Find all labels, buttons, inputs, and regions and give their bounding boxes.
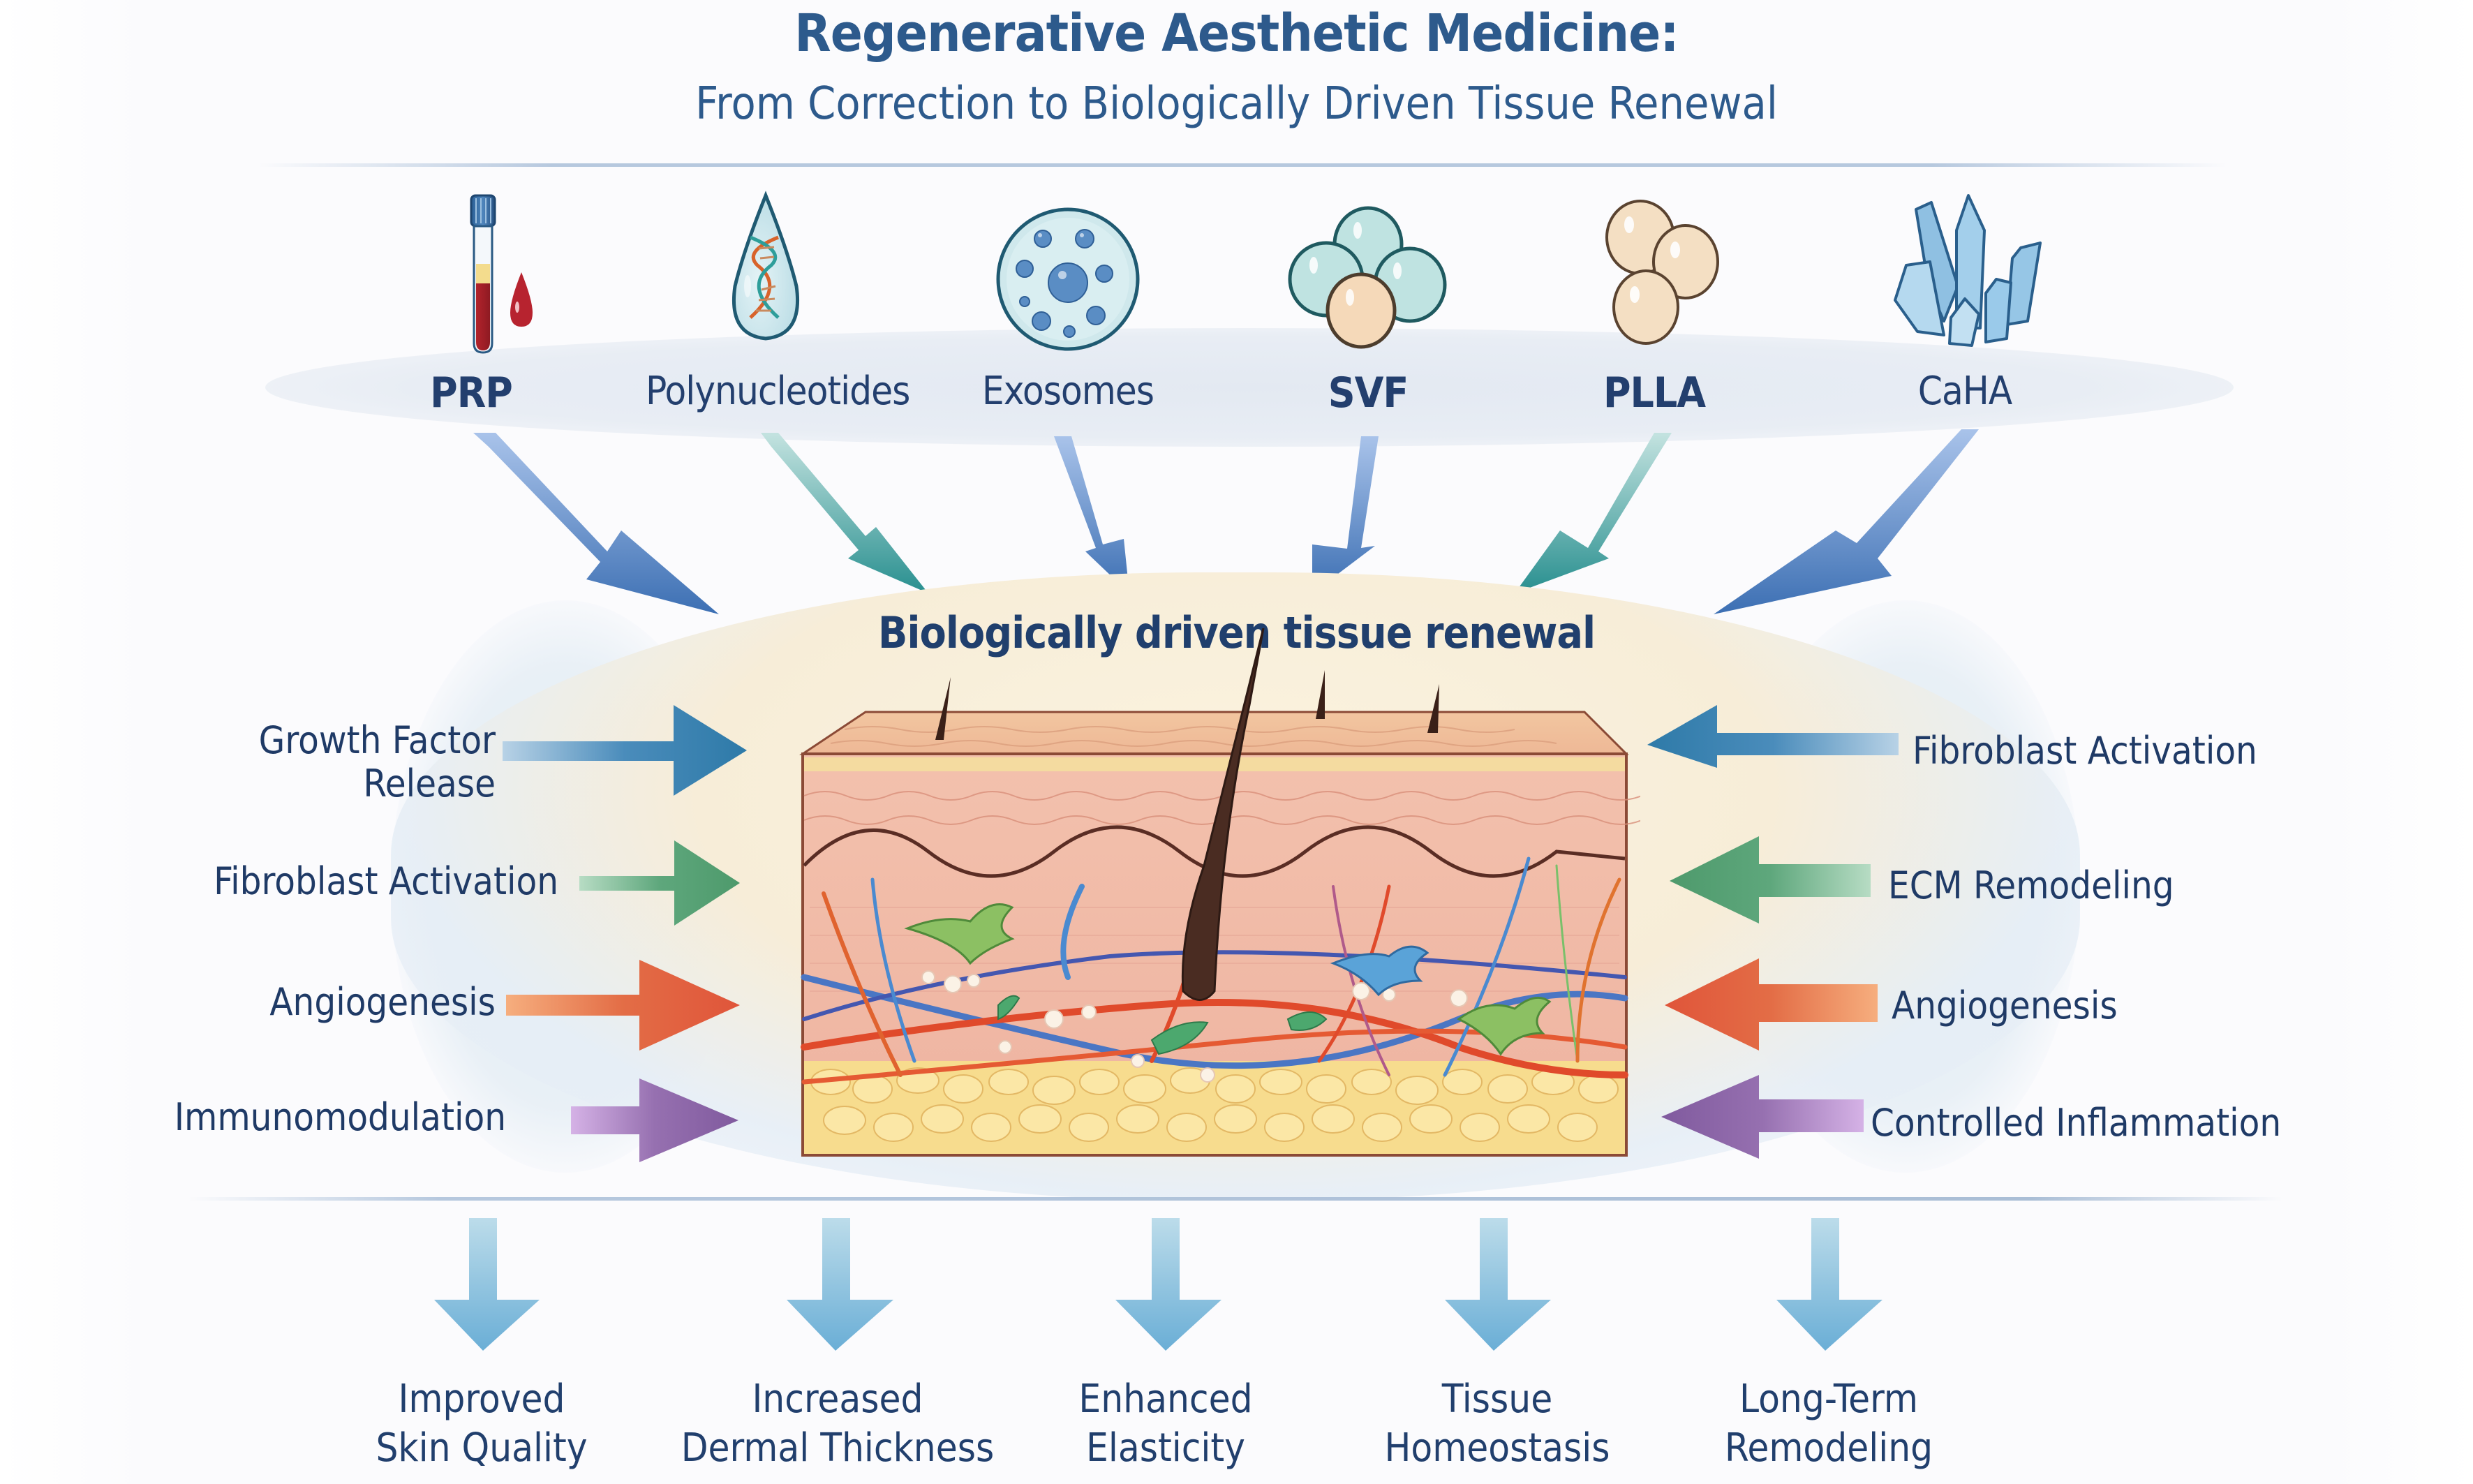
page-title: Regenerative Aesthetic Medicine:	[794, 3, 1679, 64]
agent-label: SVF	[1328, 369, 1409, 417]
outcome-label: Enhanced Elasticity	[1078, 1377, 1253, 1471]
outcome-label: Tissue Homeostasis	[1384, 1377, 1610, 1471]
agent-prp: PRP	[352, 181, 590, 417]
arrow-prp	[473, 433, 719, 614]
agent-exosomes: Exosomes	[949, 181, 1187, 414]
arrow-plla	[1515, 433, 1672, 593]
center-label: Biologically driven tissue renewal	[877, 607, 1596, 658]
outcome-label: Increased Dermal Thickness	[681, 1377, 995, 1471]
mechanism-right-ecm: ECM Remodeling	[1888, 863, 2174, 907]
outcome-label: Long-Term Remodeling	[1724, 1377, 1933, 1471]
arrow-exosomes	[1054, 436, 1129, 593]
agents-band	[265, 328, 2234, 447]
microsphere-icon	[1605, 200, 1719, 345]
bottom-divider	[188, 1197, 2282, 1201]
crystal-icon	[1894, 194, 2042, 347]
agent-caha: CaHA	[1846, 181, 2084, 414]
arrow-svf	[1312, 436, 1379, 593]
arrow-polynucleotides	[761, 433, 928, 593]
agent-plla: PLLA	[1536, 181, 1773, 417]
page-subtitle: From Correction to Biologically Driven T…	[695, 78, 1778, 130]
mechanism-left-immunomodulation: Immunomodulation	[174, 1095, 506, 1139]
arrow-caha	[1714, 429, 1979, 614]
mechanism-left-fibroblast: Fibroblast Activation	[214, 859, 558, 903]
agent-polynucleotides: Polynucleotides	[646, 181, 910, 414]
agent-label: PLLA	[1603, 369, 1706, 417]
dna-droplet-icon	[731, 191, 800, 341]
blood-tube-icon	[470, 194, 533, 354]
outcome-label: Improved Skin Quality	[376, 1377, 588, 1471]
vesicle-cell-icon	[996, 207, 1140, 351]
agent-label: CaHA	[1917, 369, 2012, 414]
agent-label: Polynucleotides	[646, 369, 910, 414]
background-left	[0, 0, 140, 1484]
agent-svf: SVF	[1249, 181, 1487, 417]
stem-cell-cluster-icon	[1288, 206, 1447, 349]
mechanism-right-inflammation: Controlled Inflammation	[1871, 1101, 2282, 1145]
skin-cross-section	[799, 628, 1640, 1157]
mechanism-left-growth-factor: Growth Factor Release	[258, 718, 496, 806]
background-right	[2333, 0, 2473, 1484]
agent-label: Exosomes	[981, 369, 1154, 414]
agent-label: PRP	[430, 369, 513, 417]
mechanism-left-angiogenesis: Angiogenesis	[269, 980, 496, 1024]
mechanism-right-fibroblast: Fibroblast Activation	[1913, 729, 2257, 773]
mechanism-right-angiogenesis: Angiogenesis	[1892, 984, 2118, 1027]
top-divider	[258, 163, 2227, 167]
